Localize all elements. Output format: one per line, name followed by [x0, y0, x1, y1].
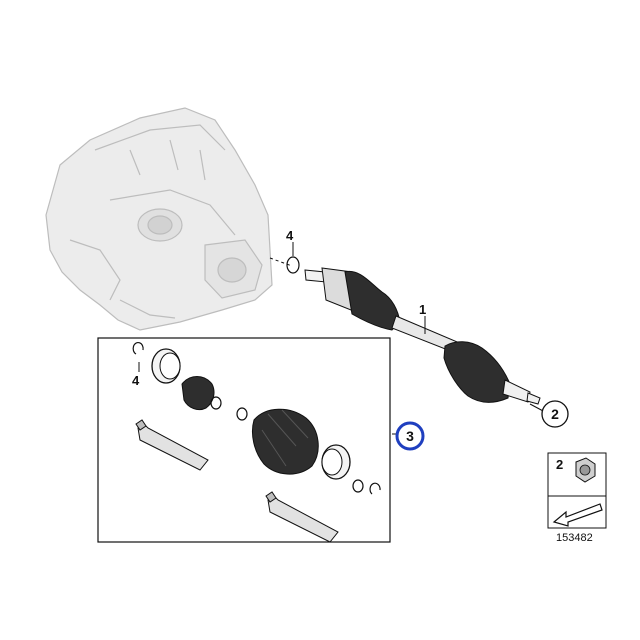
callout-1: 1: [419, 302, 426, 317]
grease-tube-2: [265, 491, 339, 543]
repair-kit-frame: [97, 337, 391, 543]
callout-2: 2: [541, 400, 569, 428]
legend-part-number: 2: [556, 457, 563, 472]
inner-boot: [344, 270, 401, 331]
circlip-top: [269, 256, 300, 274]
kit-ring-3: [369, 482, 381, 495]
callout-4-kit: 4: [132, 373, 140, 388]
kit-clamp-large-2: [321, 444, 351, 480]
nut-icon: [575, 457, 596, 483]
kit-ring-2: [352, 479, 364, 493]
callout-3-highlighted: 3: [395, 421, 425, 451]
arrow-icon: [552, 503, 603, 527]
outer-boot: [443, 341, 511, 403]
repair-kit-contents: 4: [132, 342, 381, 543]
callout-4-top: 4: [286, 228, 294, 243]
kit-ring-1: [236, 407, 248, 421]
drive-shaft-assembly: [304, 267, 541, 405]
svg-text:3: 3: [406, 428, 414, 444]
transmission-housing: [45, 107, 273, 331]
kit-large-boot: [251, 408, 319, 475]
kit-circlip: [132, 342, 144, 372]
kit-clamp-large-1: [151, 348, 181, 384]
diagram-id: 153482: [556, 532, 593, 544]
kit-small-boot: [181, 376, 215, 411]
kit-clamp-small-1: [210, 396, 222, 410]
legend-box: 2: [547, 452, 607, 529]
grease-tube-1: [135, 419, 209, 471]
outer-stub: [502, 379, 531, 403]
svg-text:2: 2: [551, 406, 559, 422]
